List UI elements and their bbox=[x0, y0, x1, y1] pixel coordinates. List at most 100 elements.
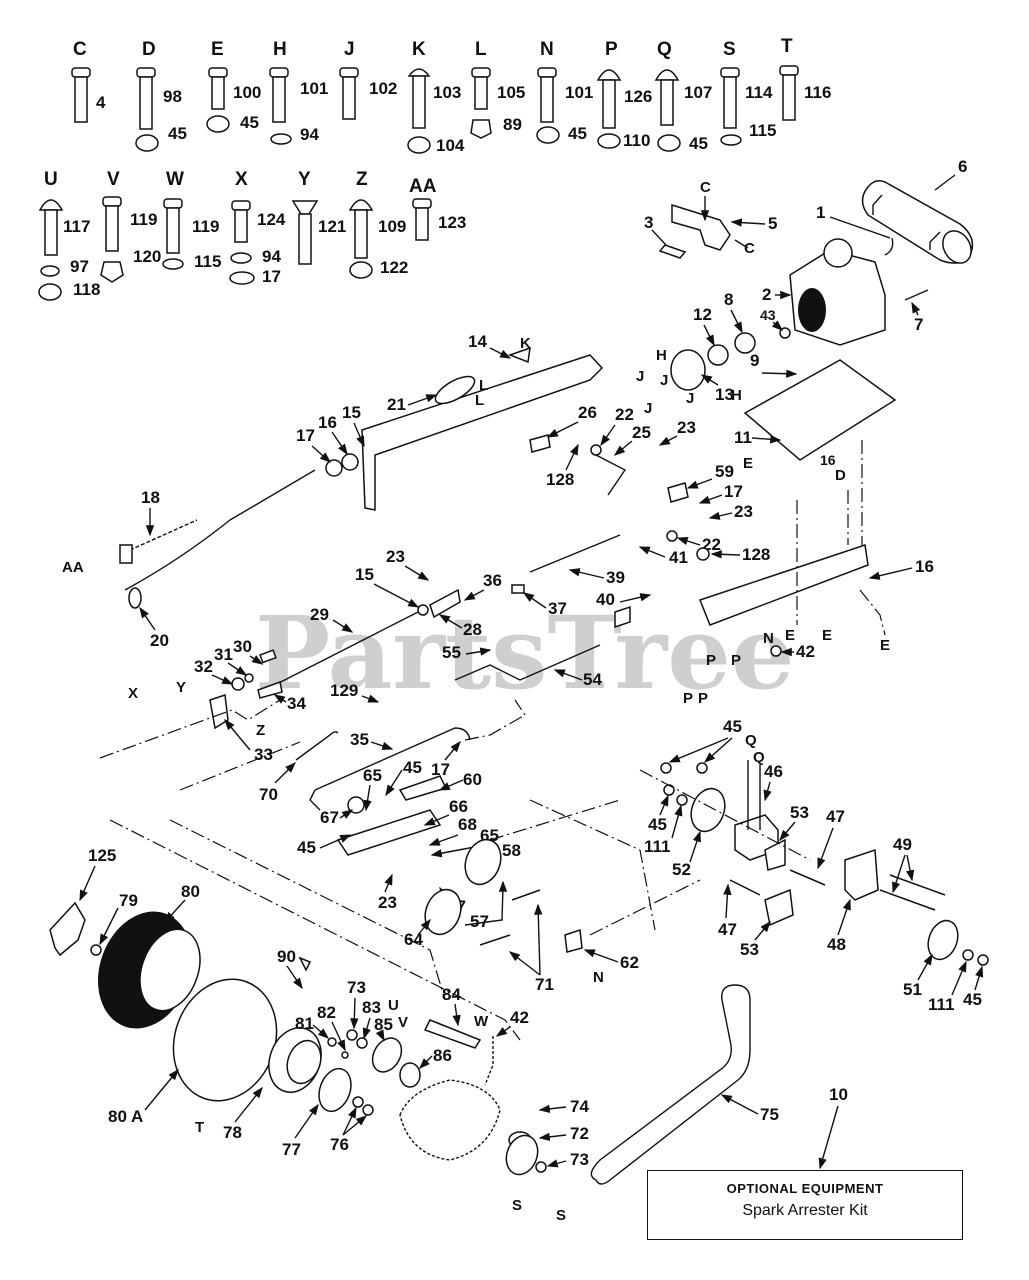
pulley-bracket-assembly: 45 Q Q 46 45 111 52 53 47 47 53 48 bbox=[644, 717, 989, 1014]
exhaust-pipe bbox=[884, 237, 894, 256]
heat-shield bbox=[658, 244, 687, 259]
leader-arrow bbox=[779, 821, 796, 842]
hardware-ref-letter: L bbox=[475, 392, 484, 409]
part-shape bbox=[71, 67, 91, 78]
bracket-85 bbox=[371, 1037, 403, 1073]
plate-84 bbox=[423, 1019, 482, 1049]
leader-arrow bbox=[312, 1024, 330, 1039]
leader-arrow bbox=[761, 369, 798, 378]
part-shape bbox=[782, 74, 796, 121]
hardware-ref-letter: E bbox=[822, 627, 832, 644]
engine-mount-plate bbox=[743, 359, 897, 461]
part-callout: 90 bbox=[277, 947, 296, 966]
pulley-72 bbox=[505, 1134, 539, 1176]
hardware-ref-letter: U bbox=[388, 997, 399, 1014]
part-shape bbox=[230, 252, 252, 264]
part-callout: 45 bbox=[648, 815, 667, 834]
leader-arrow bbox=[144, 1068, 179, 1111]
valve-stem-90 bbox=[298, 956, 312, 972]
transaxle bbox=[399, 1079, 501, 1161]
legend-item-Z: Z 109 122 bbox=[348, 169, 408, 279]
part-callout: 77 bbox=[282, 1140, 301, 1159]
hardware-ref-letter: W bbox=[474, 1013, 489, 1030]
part-callout: 126 bbox=[624, 87, 652, 106]
part-callout: 119 bbox=[192, 217, 219, 236]
part-callout: 23 bbox=[734, 502, 753, 521]
legend-item-N: N 101 45 bbox=[536, 39, 593, 144]
part-callout: 11 bbox=[734, 428, 752, 447]
legend-item-U: U 117 97 118 bbox=[38, 169, 100, 301]
guide-line bbox=[464, 699, 526, 741]
part-callout: 37 bbox=[548, 599, 567, 618]
hardware-ref-letter: H bbox=[273, 39, 287, 60]
leader-arrow bbox=[362, 1017, 371, 1040]
hardware-ref-letter: AA bbox=[62, 559, 84, 576]
part-shape bbox=[663, 784, 675, 796]
part-shape bbox=[166, 207, 180, 254]
part-shape bbox=[270, 133, 292, 145]
part-callout: 17 bbox=[262, 267, 281, 286]
part-callout: 101 bbox=[565, 83, 593, 102]
part-shape bbox=[327, 1037, 337, 1047]
part-callout: 111 bbox=[644, 837, 671, 856]
part-callout: 57 bbox=[470, 912, 489, 931]
part-shape bbox=[597, 133, 621, 149]
part-callout: 104 bbox=[436, 136, 465, 155]
throttle-cable bbox=[124, 469, 316, 591]
part-callout: 125 bbox=[88, 846, 116, 865]
leader-arrow bbox=[619, 593, 652, 603]
part-callout: 9 bbox=[750, 351, 759, 370]
leader-arrow bbox=[227, 662, 248, 676]
part-shape bbox=[723, 76, 737, 129]
part-callout: 29 bbox=[310, 605, 329, 624]
guide-line bbox=[169, 819, 446, 1001]
leader-arrow bbox=[583, 949, 619, 963]
part-callout: 116 bbox=[804, 83, 831, 102]
leader-arrow bbox=[211, 674, 234, 685]
guide-line bbox=[529, 799, 656, 931]
part-shape bbox=[272, 76, 286, 123]
part-callout: 12 bbox=[693, 305, 712, 324]
part-callout: 23 bbox=[386, 547, 405, 566]
hardware-ref-letter: D bbox=[142, 39, 156, 60]
leader-arrow bbox=[234, 1086, 263, 1123]
part-callout: 49 bbox=[893, 835, 912, 854]
leader-arrow bbox=[538, 1104, 567, 1114]
guide-line bbox=[859, 589, 886, 636]
idler-assembly: 35 17 60 45 65 67 66 68 45 65 58 23 17 6… bbox=[297, 727, 639, 994]
hardware-ref-letter: T bbox=[195, 1119, 204, 1136]
leader-arrow bbox=[568, 568, 605, 579]
part-callout: 73 bbox=[570, 1150, 589, 1169]
leader-arrow bbox=[375, 1029, 385, 1042]
part-shape bbox=[479, 934, 511, 946]
part-callout: 59 bbox=[715, 462, 734, 481]
leader-arrow bbox=[730, 309, 743, 334]
leader-arrow bbox=[249, 655, 264, 665]
leader-arrow bbox=[658, 435, 678, 446]
part-callout: 128 bbox=[546, 470, 574, 489]
part-shape bbox=[412, 198, 432, 209]
part-callout: 5 bbox=[768, 214, 777, 233]
leader-arrow bbox=[342, 1106, 357, 1136]
part-shape bbox=[339, 67, 359, 78]
hardware-ref-letter: H bbox=[731, 387, 742, 404]
part-callout: 42 bbox=[510, 1008, 529, 1027]
leader-arrow bbox=[723, 883, 732, 919]
part-callout: 45 bbox=[297, 838, 316, 857]
part-callout: 65 bbox=[363, 766, 382, 785]
part-callout: 48 bbox=[827, 935, 846, 954]
hubcap-125 bbox=[49, 901, 86, 957]
part-shape bbox=[105, 205, 119, 252]
leader-arrow bbox=[837, 898, 851, 936]
frame-rail-right bbox=[699, 544, 869, 626]
guide-line bbox=[589, 879, 701, 936]
part-shape bbox=[879, 889, 936, 911]
part-shape bbox=[889, 874, 946, 896]
wheel-assembly: 125 79 80 80 A T 78 77 76 90 81 82 7 bbox=[49, 846, 848, 1224]
leader-arrow bbox=[384, 873, 393, 893]
part-shape bbox=[596, 69, 622, 81]
leader-arrow bbox=[373, 583, 420, 608]
leader-arrow bbox=[703, 324, 715, 347]
part-callout: 115 bbox=[194, 252, 221, 271]
hardware-ref-letter: Y bbox=[176, 679, 186, 696]
